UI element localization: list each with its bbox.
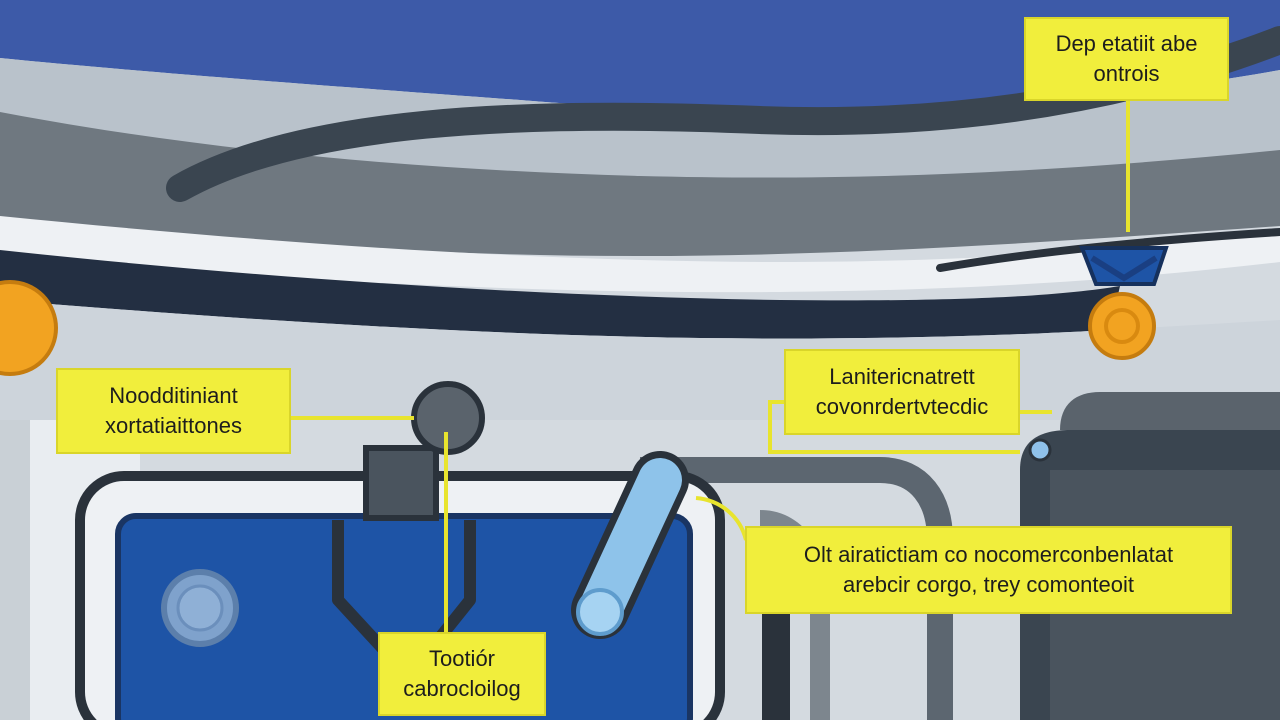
callout-text-line: Lanitericnatrett <box>829 364 975 389</box>
orange-knob-icon <box>1088 292 1156 360</box>
callout-text-line: xortatiaittones <box>105 413 242 438</box>
valve-block <box>363 445 439 521</box>
left-orange-knob-icon <box>0 280 58 376</box>
callout-text-line: covonrdertvtecdic <box>815 394 989 419</box>
callout-text-line: Dep etatiit abe <box>1055 31 1198 56</box>
callout-bottom: Tootiór cabrocloilog <box>378 632 546 716</box>
callout-text-line: Tootiór <box>428 646 496 671</box>
callout-middle-right: Lanitericnatrett covonrdertvtecdic <box>784 349 1020 435</box>
callout-text-line: Olt airatictiam co nocomerconbenlatat <box>803 542 1174 567</box>
hose-end <box>576 588 624 636</box>
sky-band <box>0 0 1280 110</box>
nozzle-chevron <box>1090 255 1158 282</box>
callout-left: Noodditiniant xortatiaittones <box>56 368 291 454</box>
orange-knob-inner-ring <box>1104 308 1140 344</box>
callout-text-line: arebcir corgo, trey comonteoit <box>842 572 1135 597</box>
callout-text-line: cabrocloilog <box>403 676 521 701</box>
nozzle-icon <box>1079 246 1169 286</box>
leader-line-lower-right <box>695 496 748 541</box>
right-cabinet-top <box>1060 392 1280 430</box>
gray-roof-band <box>0 112 1280 256</box>
cabinet-indicator-icon <box>1028 438 1052 462</box>
white-band <box>0 216 1280 293</box>
thin-dark-rail <box>936 228 1280 272</box>
round-cap-inner <box>176 584 224 632</box>
callout-top-right: Dep etatiit abe ontrois <box>1024 17 1229 101</box>
callout-text-line: Noodditiniant <box>109 383 238 408</box>
dark-post <box>762 610 790 720</box>
callout-text-line: ontrois <box>1093 61 1160 86</box>
leader-line-middle-right <box>768 400 1020 454</box>
navy-band <box>0 250 1120 339</box>
left-pillar-shade <box>0 420 30 720</box>
hose-body <box>578 458 682 632</box>
callout-lower-right: Olt airatictiam co nocomerconbenlatat ar… <box>745 526 1232 614</box>
